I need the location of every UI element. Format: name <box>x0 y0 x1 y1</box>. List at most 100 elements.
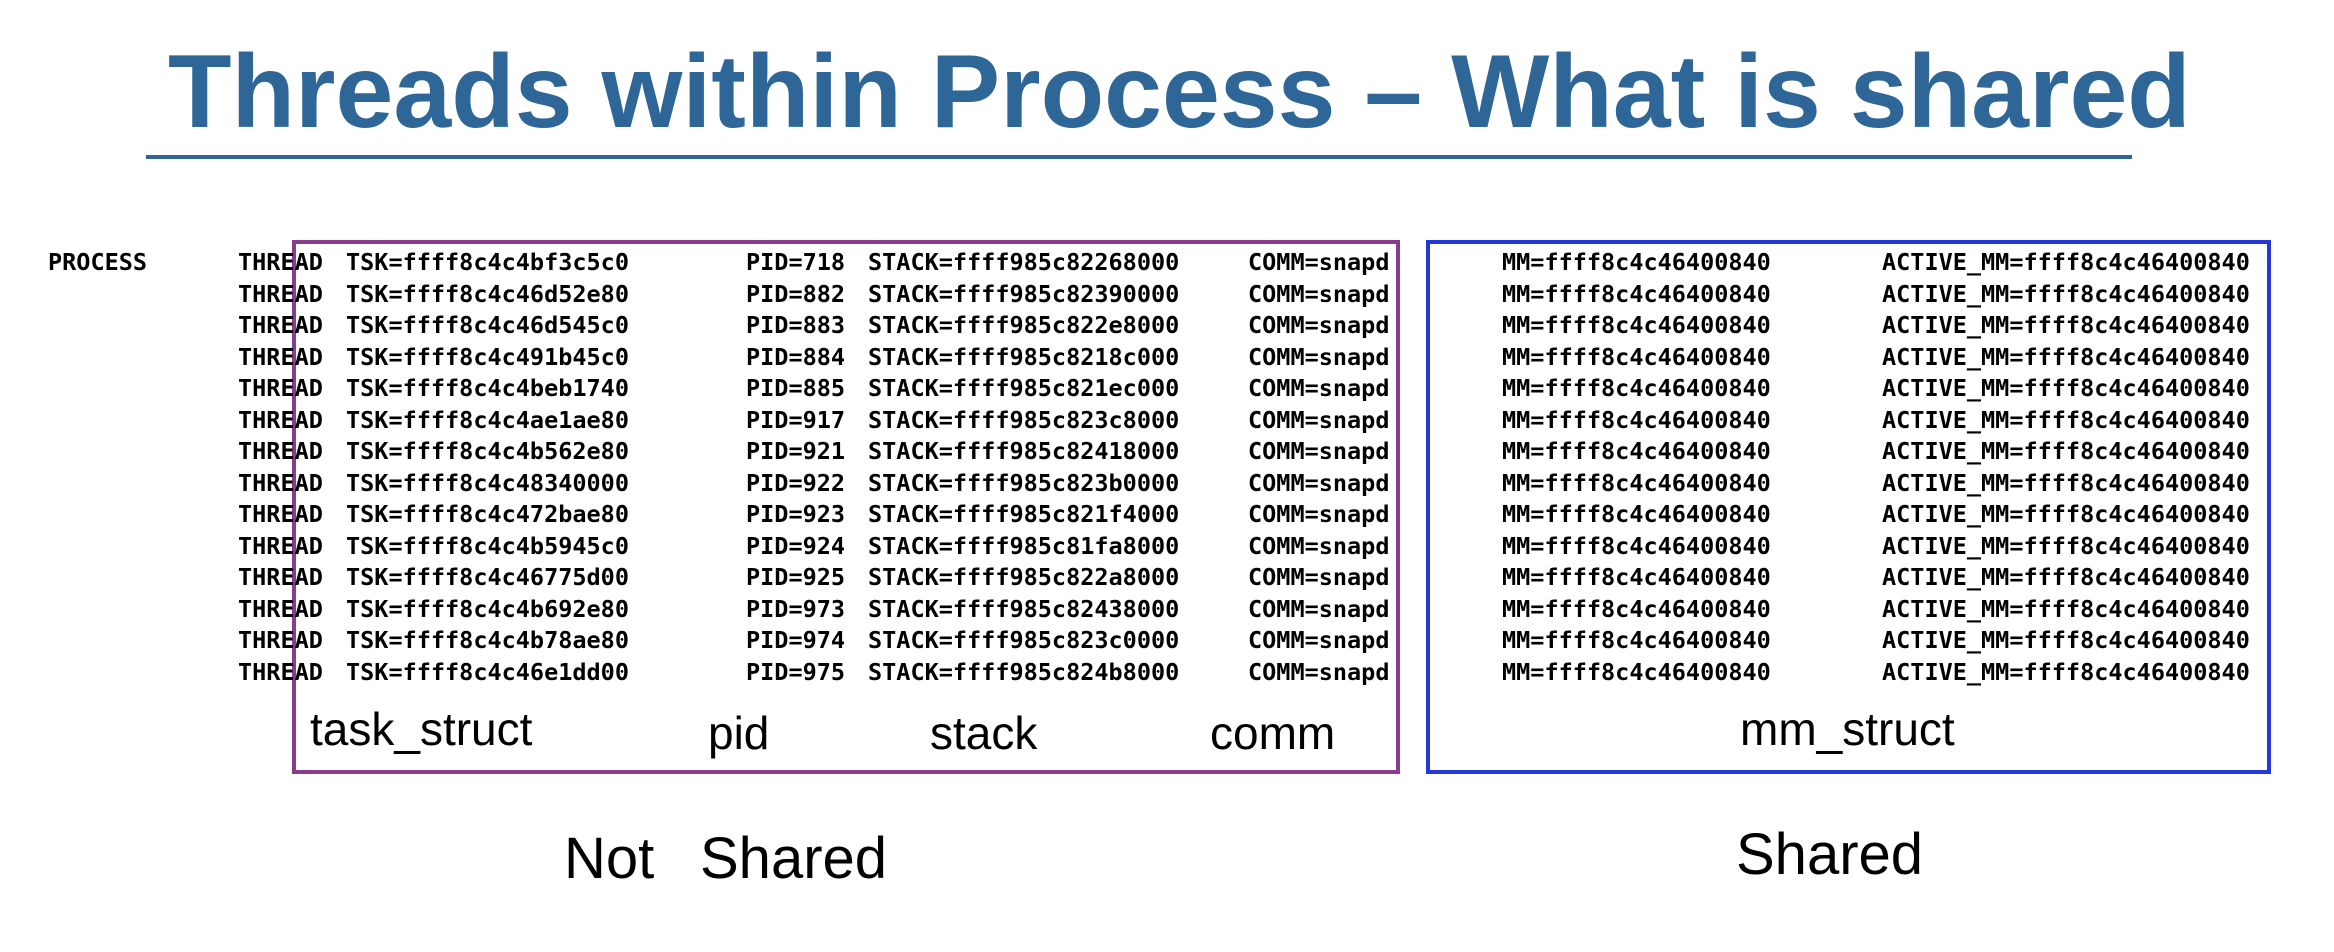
not-shared-box <box>292 240 1400 774</box>
process-label <box>0 436 238 468</box>
stack-value: STACK=ffff985c8218c000 <box>868 342 1180 371</box>
pid-value: PID=974 <box>746 626 846 654</box>
mm-value: MM=ffff8c4c46400840 <box>1502 626 1771 654</box>
pid-value: PID=922 <box>746 468 846 497</box>
label-pid: pid <box>708 707 770 759</box>
mm-value: MM=ffff8c4c46400840 <box>1502 311 1771 339</box>
table-row: THREAD TSK=ffff8c4c46d52e80 PID=882 STACK=f… <box>0 279 2302 311</box>
stack-value: STACK=ffff985c821f4000 <box>868 500 1180 528</box>
stack-value: STACK=ffff985c823c0000 <box>868 626 1180 654</box>
title-underline <box>146 155 2132 159</box>
process-label <box>0 594 238 626</box>
tsk-value: TSK=ffff8c4c4ae1ae80 <box>346 405 629 434</box>
thread-kind: THREAD <box>238 657 323 686</box>
thread-kind: THREAD <box>238 531 323 560</box>
comm-value: COMM=snapd <box>1248 374 1390 402</box>
stack-value: STACK=ffff985c824b8000 <box>868 657 1180 686</box>
pid-value: PID=883 <box>746 311 846 339</box>
stack-value: STACK=ffff985c82390000 <box>868 279 1180 308</box>
thread-kind: THREAD <box>238 279 323 308</box>
thread-kind: THREAD <box>238 468 323 497</box>
active-mm-value: ACTIVE_MM=ffff8c4c46400840 <box>1882 500 2250 528</box>
thread-kind: THREAD <box>238 374 323 402</box>
comm-value: COMM=snapd <box>1248 657 1390 686</box>
comm-value: COMM=snapd <box>1248 405 1390 434</box>
tsk-value: TSK=ffff8c4c4b78ae80 <box>346 626 629 654</box>
pid-value: PID=925 <box>746 563 846 591</box>
process-label <box>0 562 238 594</box>
stack-value: STACK=ffff985c822a8000 <box>868 563 1180 591</box>
pid-value: PID=923 <box>746 500 846 528</box>
thread-kind: THREAD <box>238 342 323 371</box>
process-label <box>0 342 238 374</box>
stack-value: STACK=ffff985c81fa8000 <box>868 531 1180 560</box>
comm-value: COMM=snapd <box>1248 279 1390 308</box>
mm-value: MM=ffff8c4c46400840 <box>1502 500 1771 528</box>
active-mm-value: ACTIVE_MM=ffff8c4c46400840 <box>1882 279 2250 308</box>
active-mm-value: ACTIVE_MM=ffff8c4c46400840 <box>1882 468 2250 497</box>
thread-kind: THREAD <box>238 248 323 276</box>
comm-value: COMM=snapd <box>1248 468 1390 497</box>
mm-value: MM=ffff8c4c46400840 <box>1502 657 1771 686</box>
tsk-value: TSK=ffff8c4c4bf3c5c0 <box>346 248 629 276</box>
tsk-value: TSK=ffff8c4c46e1dd00 <box>346 657 629 686</box>
pid-value: PID=973 <box>746 594 846 623</box>
process-label <box>0 468 238 500</box>
comm-value: COMM=snapd <box>1248 342 1390 371</box>
thread-kind: THREAD <box>238 563 323 591</box>
active-mm-value: ACTIVE_MM=ffff8c4c46400840 <box>1882 594 2250 623</box>
tsk-value: TSK=ffff8c4c4b5945c0 <box>346 531 629 560</box>
tsk-value: TSK=ffff8c4c491b45c0 <box>346 342 629 371</box>
slide-title: Threads within Process – What is shared <box>168 34 2191 150</box>
mm-value: MM=ffff8c4c46400840 <box>1502 468 1771 497</box>
pid-value: PID=884 <box>746 342 846 371</box>
tsk-value: TSK=ffff8c4c48340000 <box>346 468 629 497</box>
pid-value: PID=924 <box>746 531 846 560</box>
tsk-value: TSK=ffff8c4c472bae80 <box>346 500 629 528</box>
process-label <box>0 310 238 342</box>
pid-value: PID=882 <box>746 279 846 308</box>
active-mm-value: ACTIVE_MM=ffff8c4c46400840 <box>1882 248 2250 276</box>
comm-value: COMM=snapd <box>1248 594 1390 623</box>
table-row: THREAD TSK=ffff8c4c4b5945c0 PID=924 STACK=f… <box>0 531 2302 563</box>
tsk-value: TSK=ffff8c4c4b562e80 <box>346 437 629 465</box>
comm-value: COMM=snapd <box>1248 437 1390 465</box>
active-mm-value: ACTIVE_MM=ffff8c4c46400840 <box>1882 311 2250 339</box>
mm-value: MM=ffff8c4c46400840 <box>1502 563 1771 591</box>
process-label <box>0 499 238 531</box>
process-label: PROCESS <box>48 248 148 276</box>
shared-box <box>1426 240 2271 774</box>
stack-value: STACK=ffff985c82418000 <box>868 437 1180 465</box>
comm-value: COMM=snapd <box>1248 563 1390 591</box>
mm-value: MM=ffff8c4c46400840 <box>1502 437 1771 465</box>
stack-value: STACK=ffff985c82438000 <box>868 594 1180 623</box>
thread-kind: THREAD <box>238 311 323 339</box>
comm-value: COMM=snapd <box>1248 626 1390 654</box>
mm-value: MM=ffff8c4c46400840 <box>1502 279 1771 308</box>
stack-value: STACK=ffff985c823c8000 <box>868 405 1180 434</box>
active-mm-value: ACTIVE_MM=ffff8c4c46400840 <box>1882 342 2250 371</box>
pid-value: PID=975 <box>746 657 846 686</box>
mm-value: MM=ffff8c4c46400840 <box>1502 342 1771 371</box>
mm-value: MM=ffff8c4c46400840 <box>1502 248 1771 276</box>
thread-kind: THREAD <box>238 405 323 434</box>
pid-value: PID=917 <box>746 405 846 434</box>
tsk-value: TSK=ffff8c4c46d52e80 <box>346 279 629 308</box>
process-label <box>0 279 238 311</box>
tsk-value: TSK=ffff8c4c4b692e80 <box>346 594 629 623</box>
process-label <box>0 531 238 563</box>
active-mm-value: ACTIVE_MM=ffff8c4c46400840 <box>1882 626 2250 654</box>
active-mm-value: ACTIVE_MM=ffff8c4c46400840 <box>1882 563 2250 591</box>
table-row: THREAD TSK=ffff8c4c491b45c0 PID=884 STACK=f… <box>0 342 2302 374</box>
tsk-value: TSK=ffff8c4c46d545c0 <box>346 311 629 339</box>
